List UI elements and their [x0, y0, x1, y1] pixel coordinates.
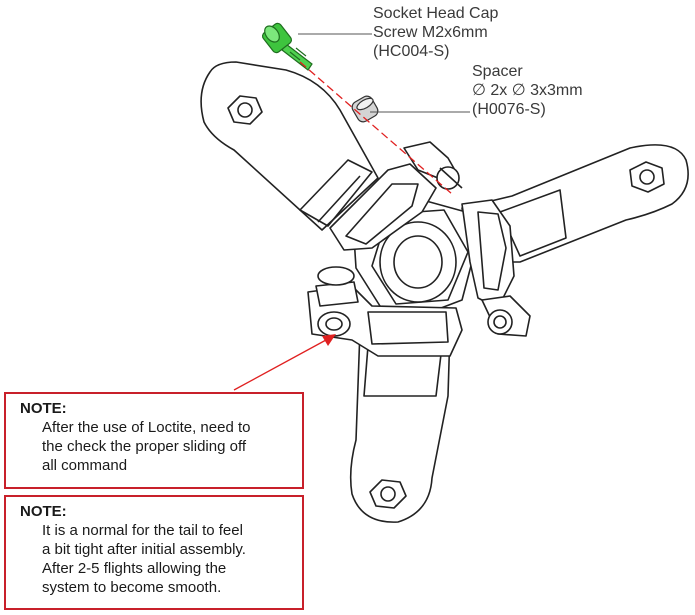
- note-line: all command: [42, 457, 128, 474]
- screw-callout-line: Screw M2x6mm: [373, 24, 488, 41]
- screw-callout-line: (HC004-S): [373, 43, 450, 60]
- tightness-note-box: NOTE: It is a normal for the tail to fee…: [4, 495, 304, 610]
- loctite-note-box: NOTE: After the use of Loctite, need to …: [4, 392, 304, 489]
- note-title: NOTE:: [20, 503, 67, 520]
- note-line: system to become smooth.: [42, 579, 222, 596]
- note-arrow-line: [233, 339, 327, 391]
- spacer-callout-line: Spacer: [472, 63, 523, 80]
- spacer-callout: Spacer ∅ 2x ∅ 3x3mm (H0076-S): [472, 62, 583, 119]
- spacer-callout-line: ∅ 2x ∅ 3x3mm: [472, 82, 583, 99]
- screw-part: [261, 22, 313, 71]
- assembly-axis: [299, 61, 453, 195]
- spacer-part: [351, 95, 379, 123]
- note-line: It is a normal for the tail to feel: [42, 522, 243, 539]
- upper-clamp: [329, 163, 437, 251]
- note-arrow-head: [322, 334, 336, 346]
- screw-callout-line: Socket Head Cap: [373, 5, 499, 22]
- note-line: a bit tight after initial assembly.: [42, 541, 246, 558]
- note-title: NOTE:: [20, 400, 67, 417]
- arm-upper-left: [200, 61, 379, 231]
- note-line: After 2-5 flights allowing the: [42, 560, 227, 577]
- arm-bottom: [349, 329, 451, 523]
- note-line: After the use of Loctite, need to: [42, 419, 251, 436]
- screw-callout: Socket Head Cap Screw M2x6mm (HC004-S): [373, 4, 498, 61]
- note-line: the check the proper sliding off: [42, 438, 247, 455]
- spacer-callout-line: (H0076-S): [472, 101, 546, 118]
